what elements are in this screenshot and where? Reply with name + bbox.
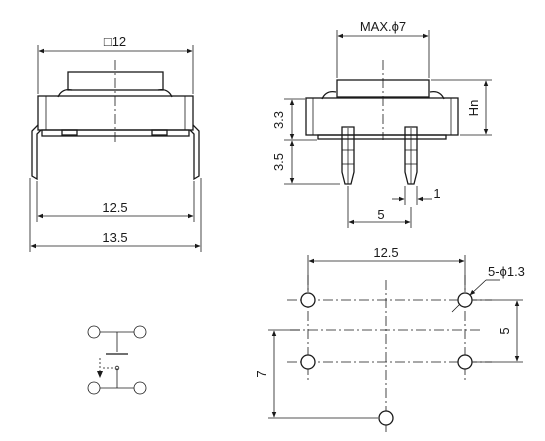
switch-schematic-symbol [87, 325, 147, 395]
dim-pin-width: 1 [433, 186, 440, 201]
pcb-hole-top-right [457, 292, 473, 308]
pcb-hole-bottom-left [300, 354, 316, 370]
pcb-hole-bottom-center [378, 410, 394, 426]
front-body [37, 95, 194, 131]
dim-square-12: □12 [104, 34, 126, 49]
front-view: □12 12.5 13.5 [29, 34, 202, 252]
side-view: MAX.ϕ7 Hn 3.3 3.5 1 5 [271, 19, 492, 228]
pcb-layout: 12.5 5-ϕ1.3 5 7 [254, 245, 525, 432]
side-body [305, 97, 459, 136]
dim-pcb-vertical-pitch: 5 [497, 327, 512, 334]
dim-height-3-3: 3.3 [271, 111, 286, 129]
dim-max-dia: MAX.ϕ7 [360, 19, 406, 34]
side-pin-left [341, 126, 355, 185]
front-left-leg [31, 124, 42, 181]
front-right-leg [189, 124, 200, 181]
front-plunger [67, 71, 164, 91]
pcb-hole-bottom-right [457, 354, 473, 370]
dim-width-12-5: 12.5 [102, 200, 127, 215]
dim-hn: Hn [466, 100, 481, 117]
dim-pcb-offset: 7 [254, 370, 269, 377]
side-pin-right [404, 126, 418, 185]
dim-height-3-5: 3.5 [271, 153, 286, 171]
dim-pcb-holes: 5-ϕ1.3 [488, 264, 525, 279]
dim-pin-pitch: 5 [377, 207, 384, 222]
front-base [41, 129, 190, 137]
side-base [317, 134, 447, 140]
dim-pcb-span: 12.5 [373, 245, 398, 260]
pcb-hole-top-left [300, 292, 316, 308]
dim-width-13-5: 13.5 [102, 230, 127, 245]
